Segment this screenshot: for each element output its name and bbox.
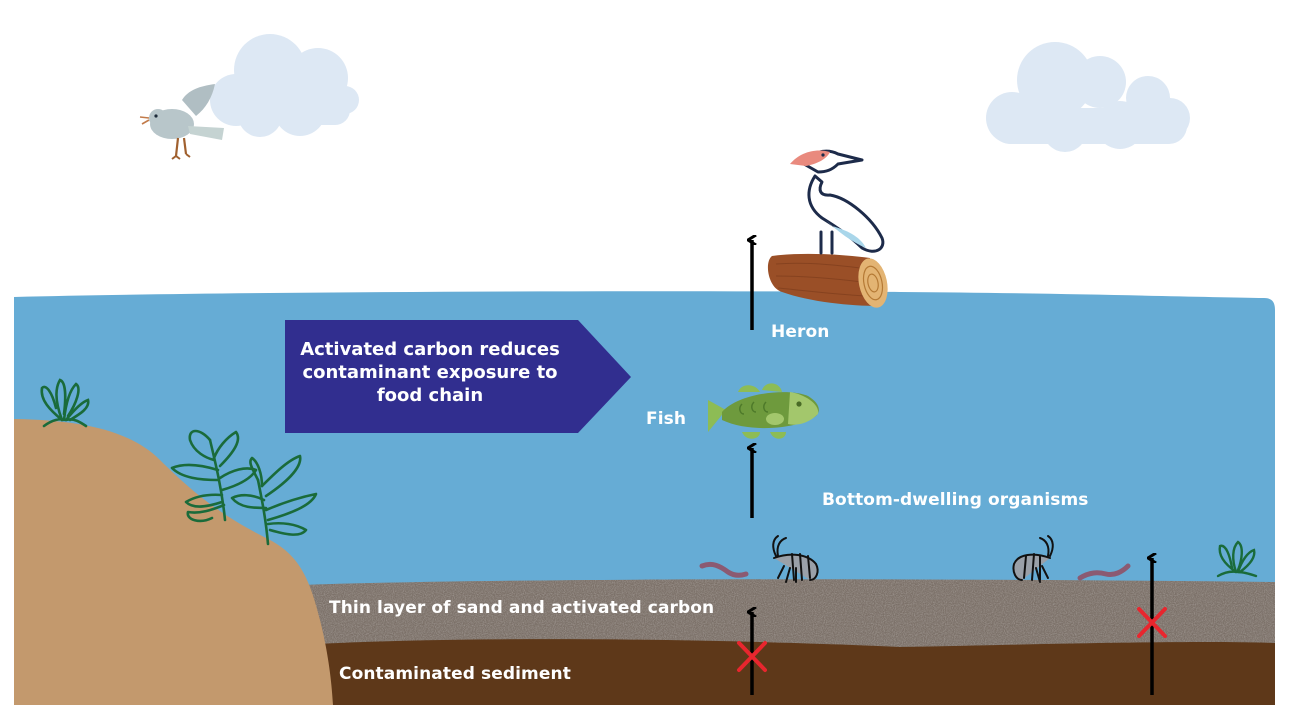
red-x-icon bbox=[737, 641, 767, 672]
shrimp-icon bbox=[772, 535, 819, 583]
cloud-icon bbox=[986, 42, 1190, 152]
cloud-icon bbox=[210, 34, 359, 137]
fish-icon bbox=[708, 383, 819, 439]
bottom-dwelling-label: Bottom-dwelling organisms bbox=[822, 490, 1089, 510]
contaminated-sediment bbox=[300, 639, 1275, 705]
shrimp-icon bbox=[1012, 535, 1054, 583]
worm-icon bbox=[1077, 563, 1131, 581]
seaweed-icon bbox=[40, 378, 90, 428]
shore-bank bbox=[14, 419, 333, 705]
callout-line: Activated carbon reduces bbox=[300, 339, 560, 360]
heron-icon bbox=[790, 149, 885, 255]
callout-text: Activated carbon reduces contaminant exp… bbox=[290, 338, 570, 407]
fish-label: Fish bbox=[646, 409, 687, 429]
callout-line: food chain bbox=[376, 385, 484, 406]
kelp-plant-icon bbox=[170, 429, 318, 546]
worm-icon bbox=[699, 561, 749, 578]
sediment-label: Contaminated sediment bbox=[339, 664, 571, 684]
log-icon bbox=[767, 253, 888, 308]
sand-layer-label: Thin layer of sand and activated carbon bbox=[329, 598, 715, 618]
bird-icon bbox=[139, 84, 224, 160]
callout-arrow-shape bbox=[285, 320, 631, 433]
seaweed-icon bbox=[1216, 540, 1258, 578]
callout-line: contaminant exposure to bbox=[302, 362, 558, 383]
heron-label: Heron bbox=[771, 322, 830, 342]
red-x-icon bbox=[1137, 607, 1167, 638]
